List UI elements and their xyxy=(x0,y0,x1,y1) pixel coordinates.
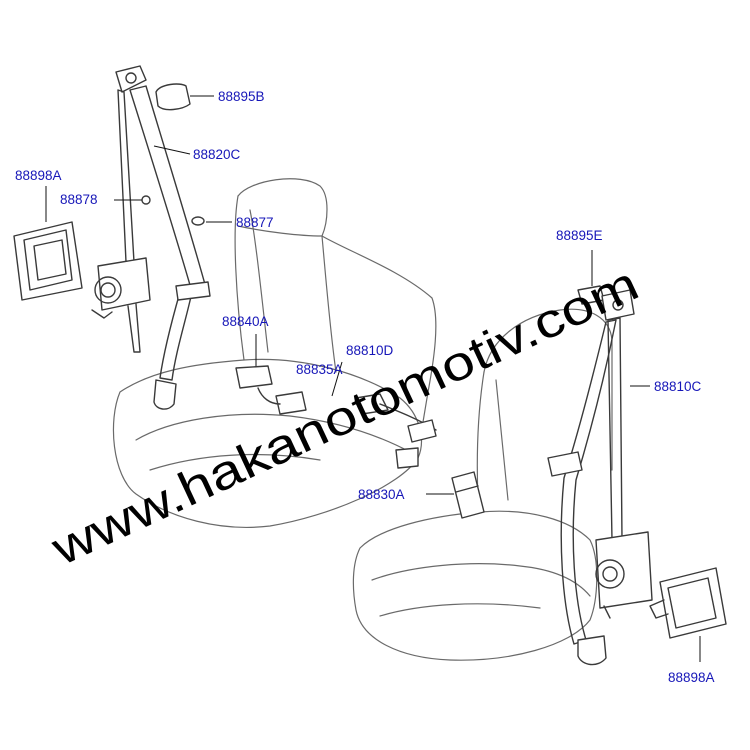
label-88898a-right: 88898A xyxy=(668,670,715,685)
bolt-88878 xyxy=(141,195,151,205)
label-88810c: 88810C xyxy=(654,379,702,394)
leader-lines xyxy=(45,95,701,662)
label-88898a-left: 88898A xyxy=(15,168,62,183)
cover-cap-88895b xyxy=(155,83,191,111)
right-floor-anchor xyxy=(577,635,607,666)
right-upper-anchor xyxy=(601,289,635,321)
label-88810d: 88810D xyxy=(346,343,394,358)
label-88840a: 88840A xyxy=(222,314,269,329)
right-belt-assembly xyxy=(547,285,653,666)
washer-88877 xyxy=(191,216,205,226)
label-88830a: 88830A xyxy=(358,487,405,502)
label-88895e: 88895E xyxy=(556,228,603,243)
buckle-88830a xyxy=(451,471,485,519)
left-belt-assembly xyxy=(91,65,211,410)
label-88877: 88877 xyxy=(236,215,274,230)
left-floor-anchor xyxy=(153,379,177,410)
center-buckles xyxy=(235,365,485,519)
label-88895b: 88895B xyxy=(218,89,265,104)
right-trim-cover xyxy=(649,567,727,639)
buckle-88840a xyxy=(235,365,273,389)
label-88820c: 88820C xyxy=(193,147,241,162)
label-88835a: 88835A xyxy=(296,362,343,377)
left-upper-anchor xyxy=(115,65,147,93)
left-trim-cover xyxy=(13,221,83,301)
watermark-text: www.hakanotomotiv.com xyxy=(43,257,647,576)
label-88878: 88878 xyxy=(60,192,98,207)
callout-labels: 88895B 88820C 88898A 88878 88877 88840A … xyxy=(15,89,715,685)
